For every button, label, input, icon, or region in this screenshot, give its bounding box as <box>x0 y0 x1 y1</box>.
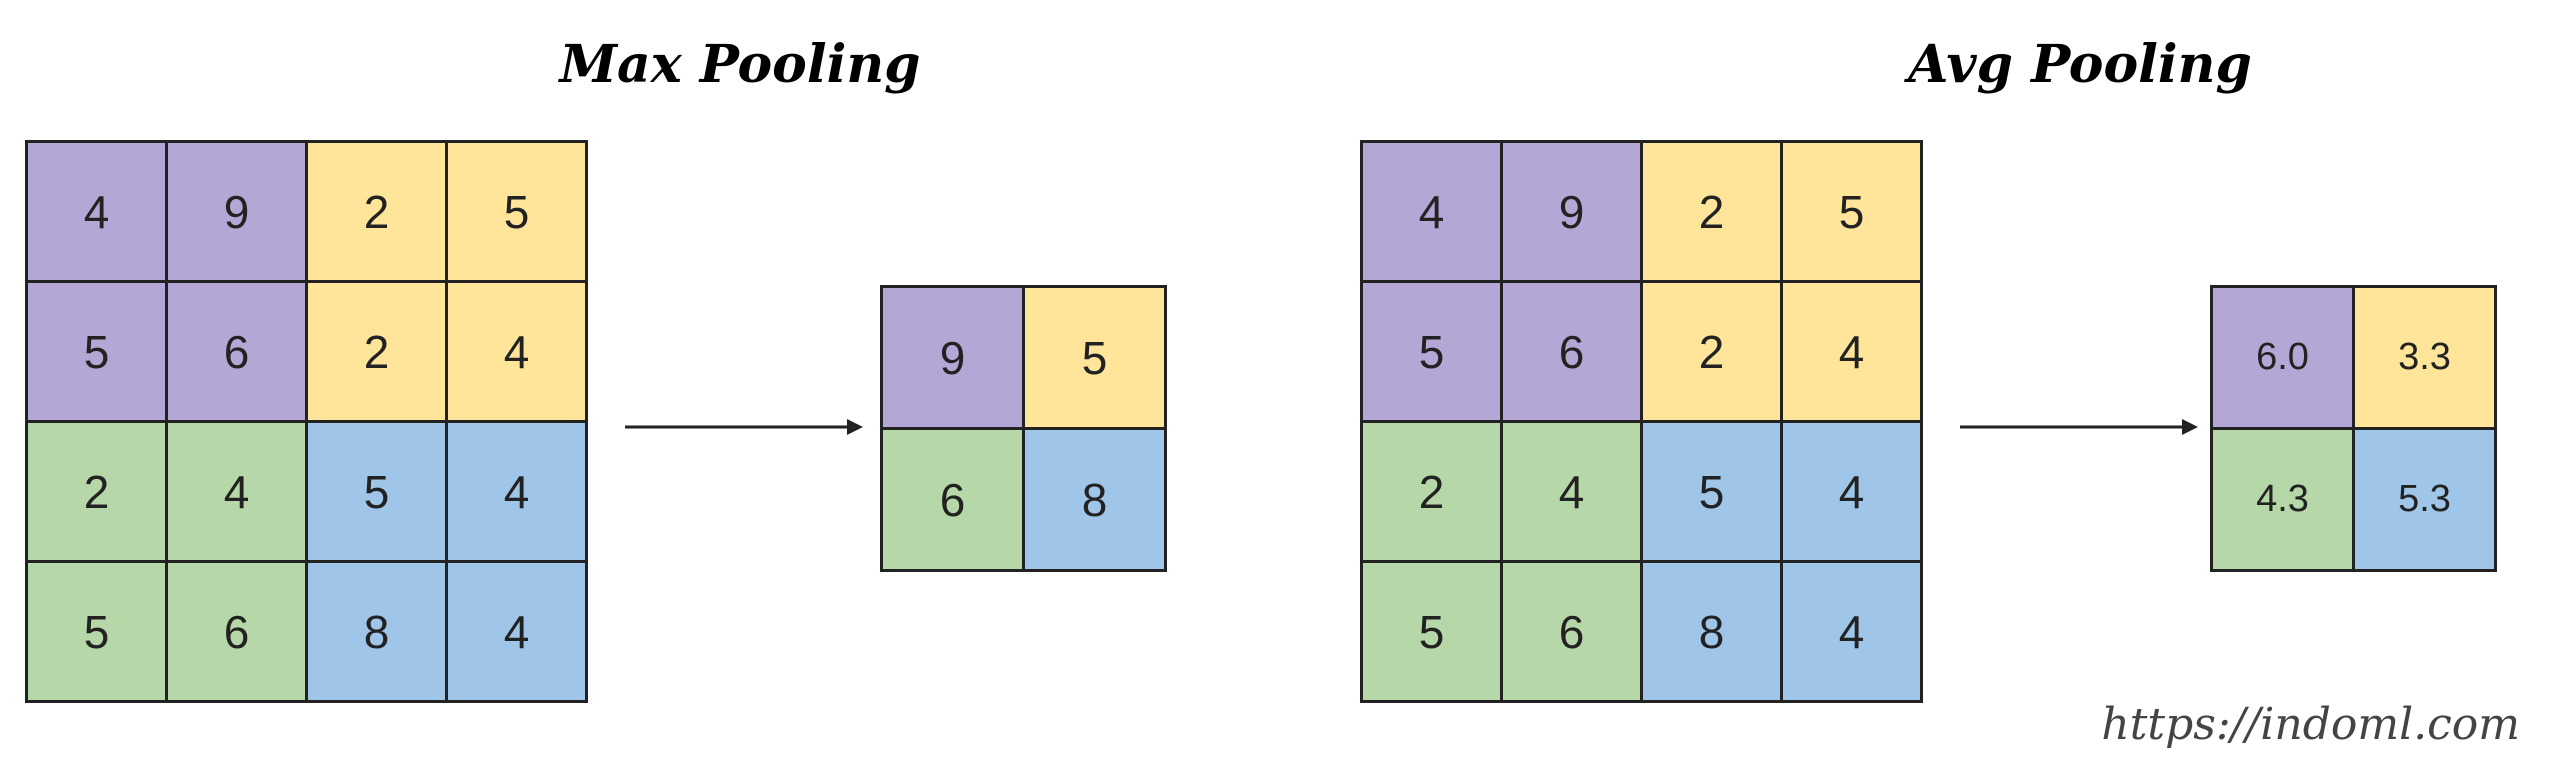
max-pooling-title: Max Pooling <box>559 34 921 95</box>
input-cell: 4 <box>168 423 308 563</box>
input-cell: 4 <box>1783 563 1923 703</box>
output-cell: 4.3 <box>2213 430 2355 572</box>
input-cell: 2 <box>28 423 168 563</box>
input-cell: 2 <box>1363 423 1503 563</box>
input-cell: 4 <box>1503 423 1643 563</box>
input-cell: 5 <box>448 143 588 283</box>
input-cell: 4 <box>448 563 588 703</box>
output-cell: 6 <box>883 430 1025 572</box>
input-cell: 9 <box>168 143 308 283</box>
max-pooling-input-grid: 4 9 2 5 5 6 2 4 2 4 5 4 5 6 8 4 <box>25 140 588 703</box>
input-cell: 5 <box>1643 423 1783 563</box>
avg-pooling-arrow-icon <box>1960 419 2198 435</box>
input-cell: 6 <box>168 563 308 703</box>
input-cell: 4 <box>1363 143 1503 283</box>
input-cell: 6 <box>1503 563 1643 703</box>
input-cell: 4 <box>1783 423 1923 563</box>
avg-pooling-input-grid: 4 9 2 5 5 6 2 4 2 4 5 4 5 6 8 4 <box>1360 140 1923 703</box>
input-cell: 2 <box>1643 143 1783 283</box>
input-cell: 5 <box>1363 563 1503 703</box>
input-cell: 8 <box>1643 563 1783 703</box>
avg-pooling-output-grid: 6.0 3.3 4.3 5.3 <box>2210 285 2497 572</box>
output-cell: 8 <box>1025 430 1167 572</box>
input-cell: 6 <box>1503 283 1643 423</box>
input-cell: 5 <box>1783 143 1923 283</box>
input-cell: 4 <box>448 283 588 423</box>
output-cell: 3.3 <box>2355 288 2497 430</box>
avg-pooling-title: Avg Pooling <box>1908 34 2252 95</box>
input-cell: 8 <box>308 563 448 703</box>
input-cell: 4 <box>28 143 168 283</box>
output-cell: 5 <box>1025 288 1167 430</box>
output-cell: 9 <box>883 288 1025 430</box>
input-cell: 5 <box>308 423 448 563</box>
input-cell: 2 <box>308 143 448 283</box>
max-pooling-arrow-icon <box>625 419 863 435</box>
watermark-url: https://indoml.com <box>2101 699 2520 750</box>
input-cell: 4 <box>1783 283 1923 423</box>
input-cell: 6 <box>168 283 308 423</box>
input-cell: 5 <box>28 563 168 703</box>
input-cell: 2 <box>1643 283 1783 423</box>
output-cell: 5.3 <box>2355 430 2497 572</box>
input-cell: 5 <box>28 283 168 423</box>
input-cell: 4 <box>448 423 588 563</box>
output-cell: 6.0 <box>2213 288 2355 430</box>
input-cell: 9 <box>1503 143 1643 283</box>
max-pooling-output-grid: 9 5 6 8 <box>880 285 1167 572</box>
input-cell: 5 <box>1363 283 1503 423</box>
input-cell: 2 <box>308 283 448 423</box>
